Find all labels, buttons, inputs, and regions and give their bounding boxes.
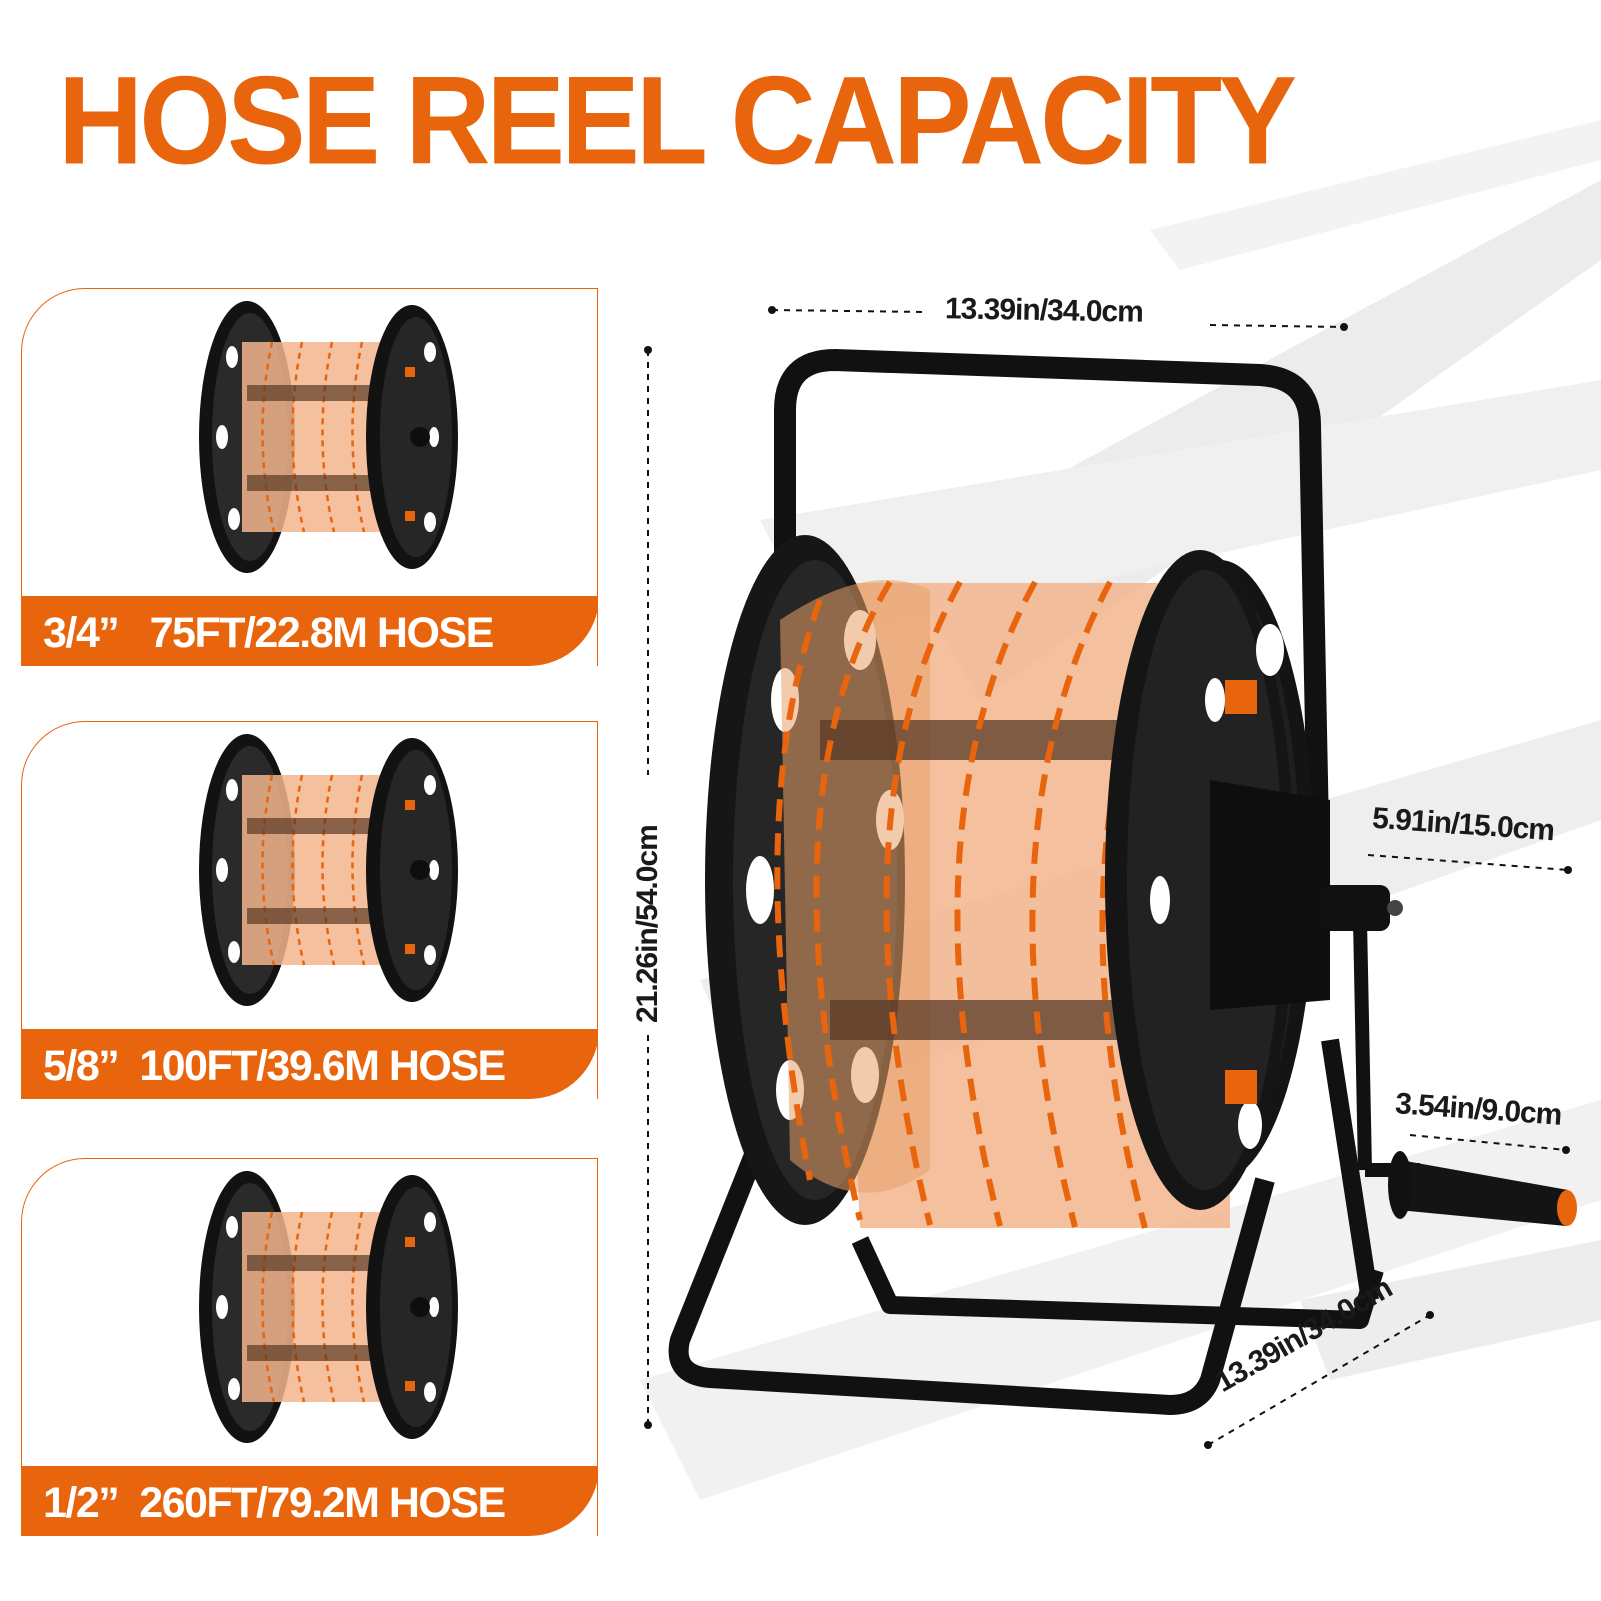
capacity-label: 3/4” 75FT/22.8M HOSE	[43, 609, 494, 657]
reel-thumbnail	[199, 734, 458, 1006]
reel-thumbnail	[199, 1171, 458, 1443]
capacity-card-1-2: 1/2” 260FT/79.2M HOSE	[21, 1158, 598, 1536]
reel-thumbnail	[199, 301, 458, 573]
capacity-label: 5/8” 100FT/39.6M HOSE	[43, 1042, 506, 1090]
dimension-height: 21.26in/54.0cm	[631, 825, 664, 1023]
capacity-band: 5/8” 100FT/39.6M HOSE	[22, 1029, 597, 1099]
dimension-width: 13.39in/34.0cm	[944, 292, 1144, 329]
capacity-band: 1/2” 260FT/79.2M HOSE	[22, 1466, 597, 1536]
capacity-label: 1/2” 260FT/79.2M HOSE	[43, 1479, 506, 1527]
page-title: HOSE REEL CAPACITY	[58, 51, 1297, 191]
capacity-card-5-8: 5/8” 100FT/39.6M HOSE	[21, 721, 598, 1099]
hose-reel-illustration	[644, 306, 1577, 1449]
capacity-card-3-4: 3/4” 75FT/22.8M HOSE	[21, 288, 598, 666]
capacity-band: 3/4” 75FT/22.8M HOSE	[22, 596, 597, 666]
